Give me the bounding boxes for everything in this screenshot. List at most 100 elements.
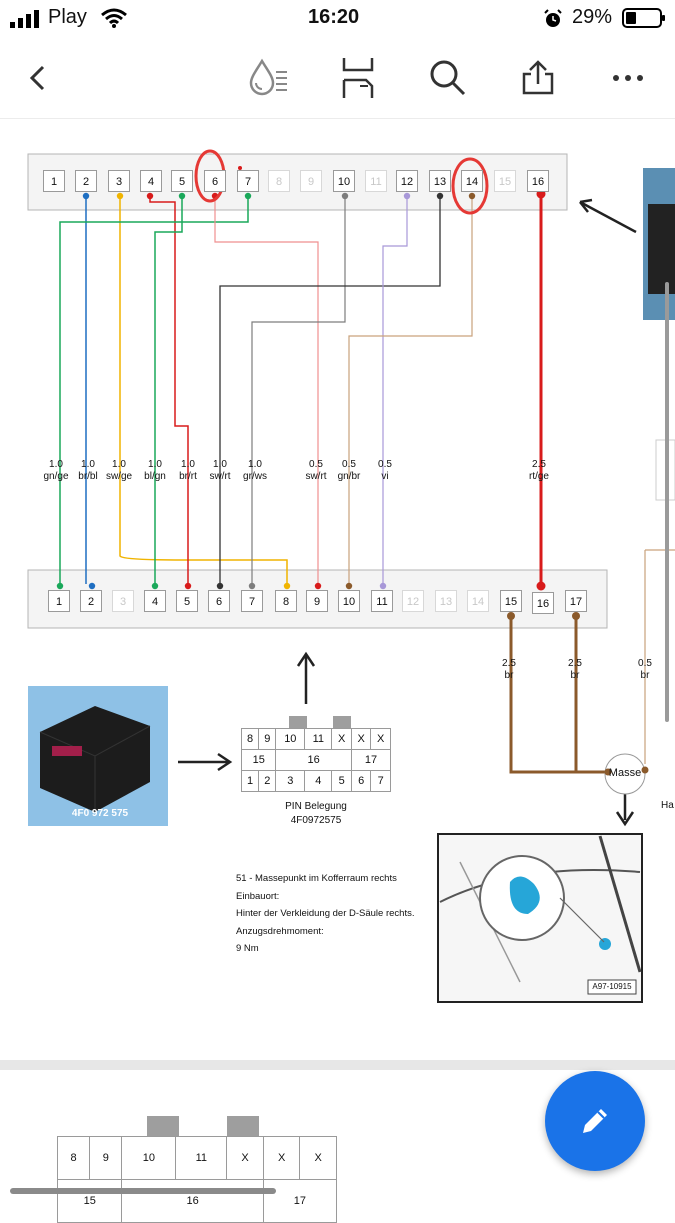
back-button[interactable] (14, 54, 62, 102)
bottom-pin: 6 (208, 590, 230, 612)
top-pin: 1 (43, 170, 65, 192)
clock: 16:20 (308, 6, 360, 28)
table-cell: 8 (240, 728, 260, 750)
signal-icon (10, 10, 39, 28)
bottom-pin: 10 (338, 590, 360, 612)
bottom-pin: 7 (241, 590, 263, 612)
battery-icon (622, 8, 665, 28)
drop-adjust-icon (249, 58, 287, 96)
document-page[interactable]: 1 2 3 4 5 6 7 8 9 10 11 12 13 14 15 16 1… (0, 122, 675, 1060)
top-pin: 15 (494, 170, 516, 192)
bottom-pin: 4 (144, 590, 166, 612)
bottom-pin: 1 (48, 590, 70, 612)
table-cell: 8 (56, 1136, 91, 1180)
table-cell: X (262, 1136, 301, 1180)
table-row: 8 9 10 11 X X X (56, 1136, 337, 1180)
table-cell: X (350, 728, 372, 750)
table-cell: 16 (275, 749, 352, 771)
carrier-name: Play (48, 6, 87, 28)
top-pin: 11 (365, 170, 387, 192)
bottom-pin: 14 (467, 590, 489, 612)
table-row: 15 16 17 (56, 1179, 338, 1223)
share-button[interactable] (514, 54, 562, 102)
search-icon (430, 60, 466, 96)
page-separator (0, 1060, 675, 1070)
top-pin: 9 (300, 170, 322, 192)
more-icon (613, 75, 643, 81)
pencil-icon (583, 1109, 607, 1133)
bottom-pin: 2 (80, 590, 102, 612)
note-line: Einbauort: (236, 890, 280, 902)
back-icon (29, 65, 45, 91)
search-button[interactable] (424, 54, 472, 102)
edge-text: Ha (661, 800, 674, 811)
table-row: 8 9 10 11 X X X (240, 728, 391, 750)
top-pin: 8 (268, 170, 290, 192)
battery-percent: 29% (572, 6, 613, 28)
more-button[interactable] (604, 54, 652, 102)
bottom-pin: 12 (402, 590, 424, 612)
bottom-pin: 11 (371, 590, 393, 612)
table-cell: 7 (370, 770, 391, 792)
status-bar: Play 16:20 29% (0, 0, 675, 36)
crop-button[interactable] (334, 54, 382, 102)
table-cell: 17 (262, 1179, 338, 1223)
bottom-pin: 16 (532, 592, 554, 614)
pin-part-number: 4F0972575 (290, 815, 342, 826)
viewer-toolbar (0, 40, 675, 119)
table-cell: 11 (175, 1136, 228, 1180)
wifi-icon (101, 8, 127, 28)
vertical-scrollbar[interactable] (665, 282, 669, 722)
alarm-icon (544, 9, 562, 27)
adjust-button[interactable] (244, 54, 292, 102)
table-cell: 10 (121, 1136, 177, 1180)
table-cell: 6 (350, 770, 372, 792)
note-line: 51 - Massepunkt im Kofferraum rechts (236, 873, 397, 884)
bottom-pin: 17 (565, 590, 587, 612)
top-pin: 3 (108, 170, 130, 192)
bottom-pin: 13 (435, 590, 457, 612)
top-pin: 13 (429, 170, 451, 192)
note-line: Anzugsdrehmoment: (236, 925, 324, 937)
bottom-pin: 5 (176, 590, 198, 612)
top-pin: 7 (237, 170, 259, 192)
masse-label: Masse (608, 767, 642, 779)
top-pin: 12 (396, 170, 418, 192)
table-cell: 4 (304, 770, 333, 792)
crop-icon (342, 58, 374, 98)
bottom-pin: 15 (500, 590, 522, 612)
bottom-pin: 8 (275, 590, 297, 612)
top-pin: 6 (204, 170, 226, 192)
top-pin: 10 (333, 170, 355, 192)
table-cell: 11 (304, 728, 333, 750)
top-pin: 5 (171, 170, 193, 192)
top-pin: 4 (140, 170, 162, 192)
top-pin: 2 (75, 170, 97, 192)
table-row: 1 2 3 4 5 6 7 (240, 770, 391, 792)
edit-button[interactable] (545, 1071, 645, 1171)
note-line: Hinter der Verkleidung der D-Säule recht… (236, 908, 415, 919)
ground-point-notes: 51 - Massepunkt im Kofferraum rechts Ein… (236, 870, 414, 958)
table-cell: X (370, 728, 391, 750)
pin-title: PIN Belegung (285, 801, 347, 812)
top-pin: 16 (527, 170, 549, 192)
pin-table-large: 8 9 10 11 X X X 15 16 17 (56, 1136, 338, 1223)
photo-caption: 4F0 972 575 (71, 808, 129, 819)
share-icon (522, 60, 554, 95)
horizontal-scrollbar[interactable] (10, 1188, 276, 1194)
bottom-pin: 9 (306, 590, 328, 612)
table-row: 15 16 17 (240, 749, 392, 771)
